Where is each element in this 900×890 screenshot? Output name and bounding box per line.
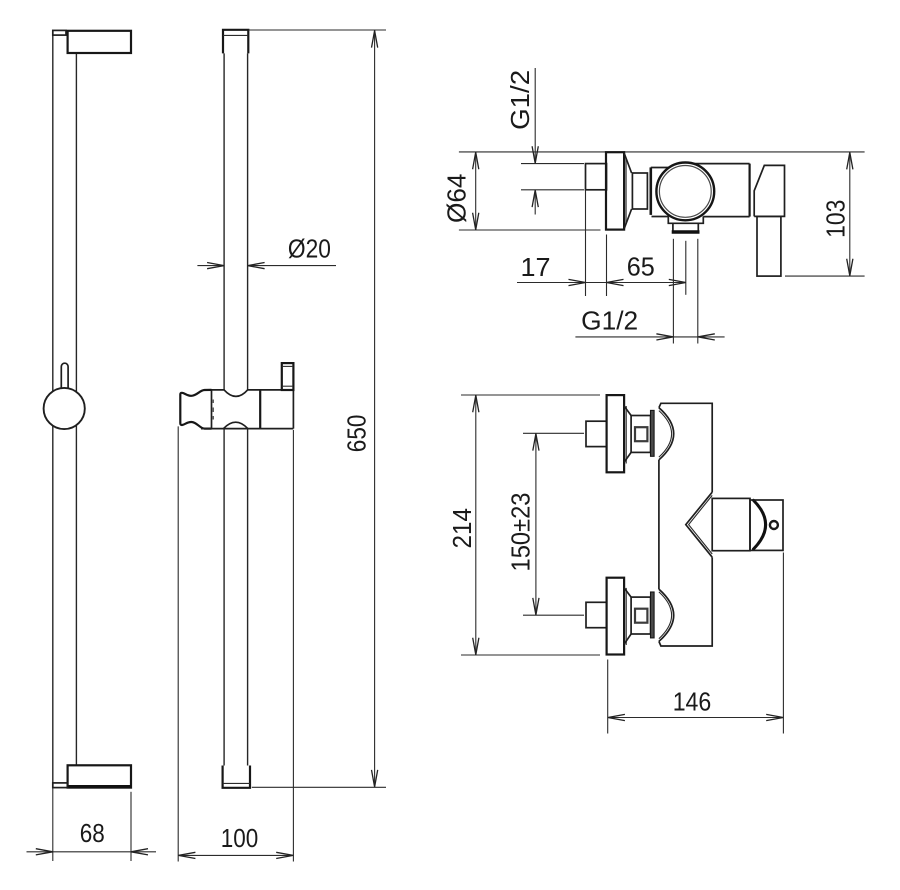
svg-text:Ø20: Ø20 (288, 234, 331, 264)
svg-text:146: 146 (673, 687, 712, 717)
svg-text:214: 214 (447, 508, 477, 549)
svg-text:650: 650 (342, 415, 372, 453)
svg-text:G1/2: G1/2 (581, 306, 638, 336)
svg-text:103: 103 (820, 200, 850, 238)
svg-text:G1/2: G1/2 (505, 70, 535, 130)
svg-text:100: 100 (221, 823, 259, 853)
svg-text:Ø64: Ø64 (441, 174, 471, 224)
svg-text:17: 17 (521, 252, 551, 282)
svg-text:65: 65 (627, 251, 655, 281)
svg-text:68: 68 (80, 818, 105, 848)
svg-text:150±23: 150±23 (505, 493, 535, 572)
